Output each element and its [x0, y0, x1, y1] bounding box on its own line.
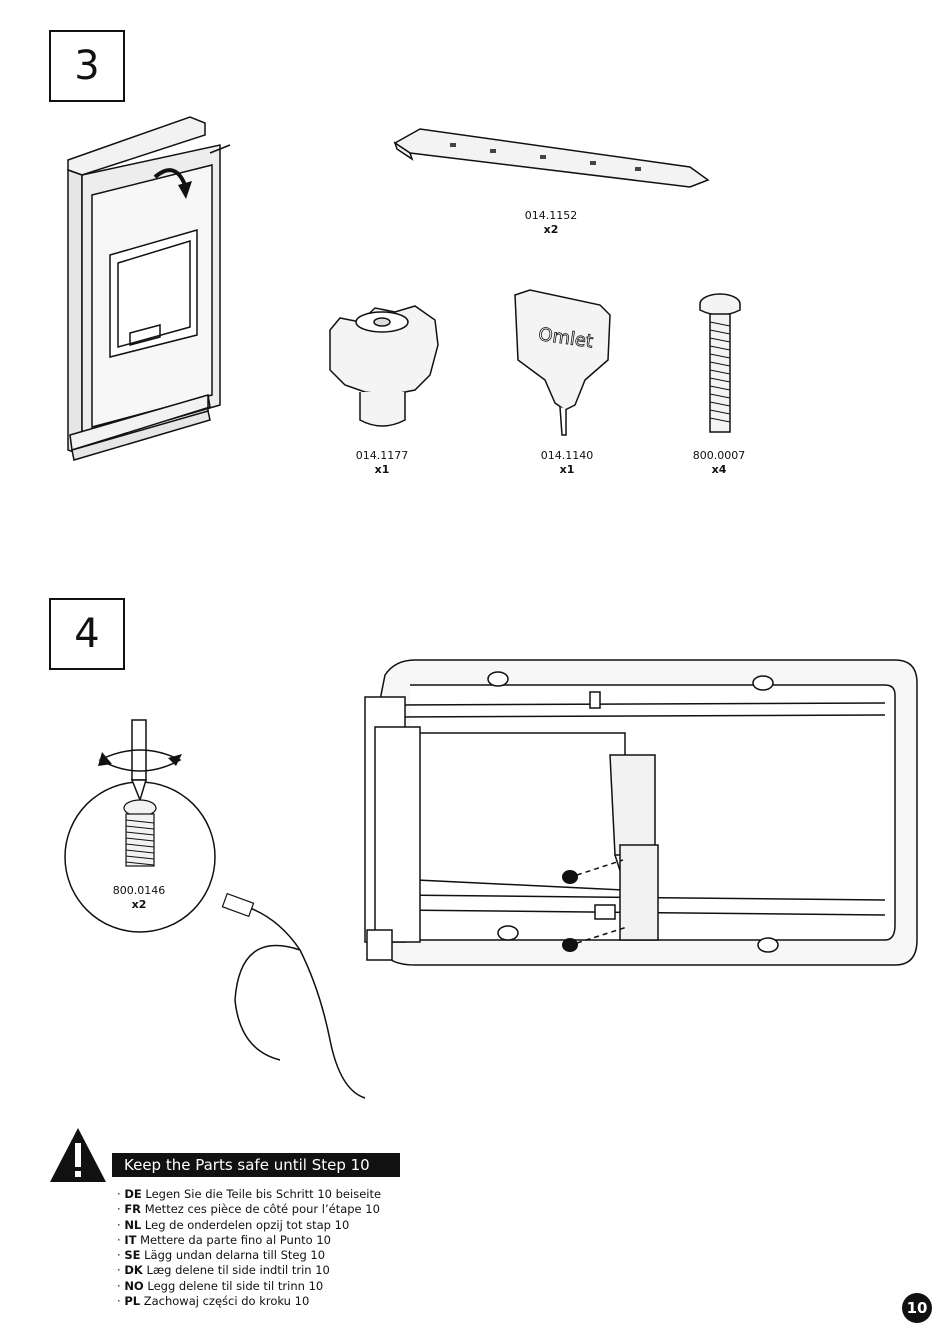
translation-list: · DE Legen Sie die Teile bis Schritt 10 … — [117, 1187, 381, 1309]
door-frame-illustration — [364, 659, 918, 966]
step-3-number: 3 — [49, 30, 125, 102]
translation-de: · DE Legen Sie die Teile bis Schritt 10 … — [117, 1187, 382, 1201]
translation-se: · SE Lägg undan delarna till Steg 10 — [117, 1248, 326, 1263]
knob-part-illustration — [329, 305, 439, 427]
part-label-800-0146: 800.0146 x2 — [112, 884, 166, 911]
part-label-014-1152: 014.1152 x2 — [524, 209, 578, 236]
translation-nl: · NL Leg de onderdelen opzij tot stap 10 — [117, 1217, 350, 1232]
translation-pl: · PL Zachowaj części do kroku 10 — [117, 1294, 310, 1309]
part-label-800-0007: 800.0007 x4 — [692, 449, 746, 476]
warning-title: Keep the Parts safe until Step 10 — [112, 1153, 400, 1177]
translation-dk: · DK Læg delene til side indtil trin 10 — [117, 1263, 330, 1278]
warning-icon — [50, 1128, 106, 1182]
panel-illustration — [67, 116, 231, 461]
cable-illustration — [221, 892, 366, 1099]
page-number: 10 — [902, 1293, 932, 1323]
part-label-014-1177: 014.1177 x1 — [355, 449, 409, 476]
part-label-014-1140: 014.1140 x1 — [540, 449, 594, 476]
translation-no: · NO Legg delene til side til trinn 10 — [117, 1278, 324, 1293]
translation-fr: · FR Mettez ces pièce de côté pour l’éta… — [117, 1202, 380, 1217]
translation-it: · IT Mettere da parte fino al Punto 10 — [117, 1232, 331, 1247]
rail-part-illustration — [393, 128, 710, 188]
screwdriver-callout — [64, 719, 216, 933]
screw-part-illustration — [699, 293, 741, 433]
step-4-number: 4 — [49, 598, 125, 670]
tool-part-illustration: Omlet — [514, 289, 611, 436]
